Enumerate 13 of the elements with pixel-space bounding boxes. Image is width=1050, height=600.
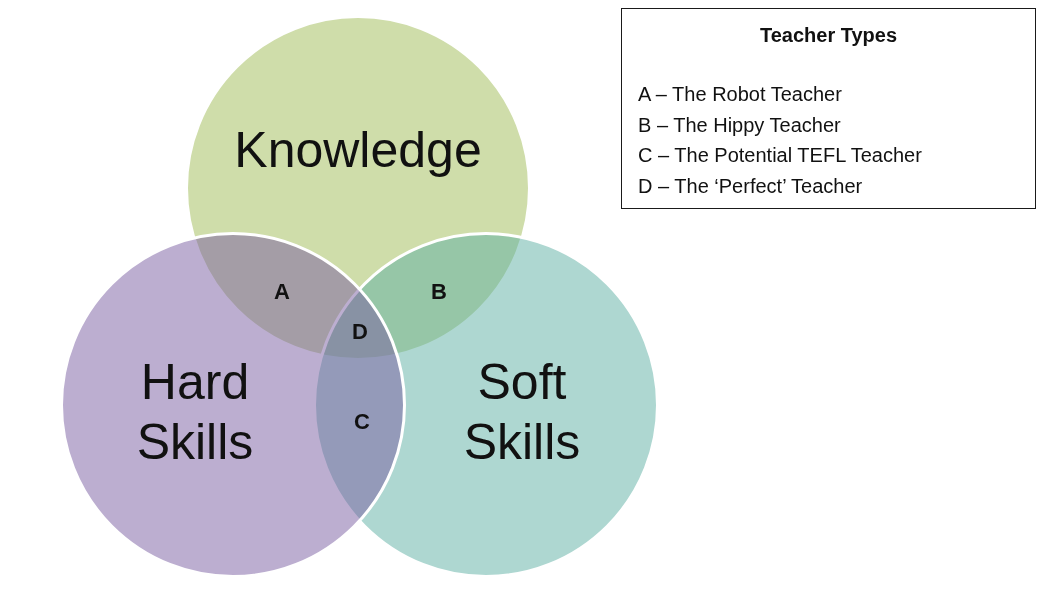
key-item: C – The Potential TEFL Teacher: [638, 143, 922, 168]
circle-label: Hard Skills: [136, 353, 254, 472]
circle-label: Knowledge: [234, 121, 482, 180]
key-item: A – The Robot Teacher: [638, 82, 842, 107]
key-box: [621, 8, 1036, 209]
key-item: B – The Hippy Teacher: [638, 112, 841, 138]
box-heading: Teacher Types: [759, 23, 898, 47]
overlap-label: B: [431, 279, 447, 305]
key-item: D – The ‘Perfect’ Teacher: [638, 173, 863, 199]
overlap-label: D: [352, 319, 368, 345]
overlap-label: C: [354, 409, 370, 435]
overlap-label: A: [274, 279, 290, 305]
circle-label: Soft Skills: [463, 353, 581, 472]
